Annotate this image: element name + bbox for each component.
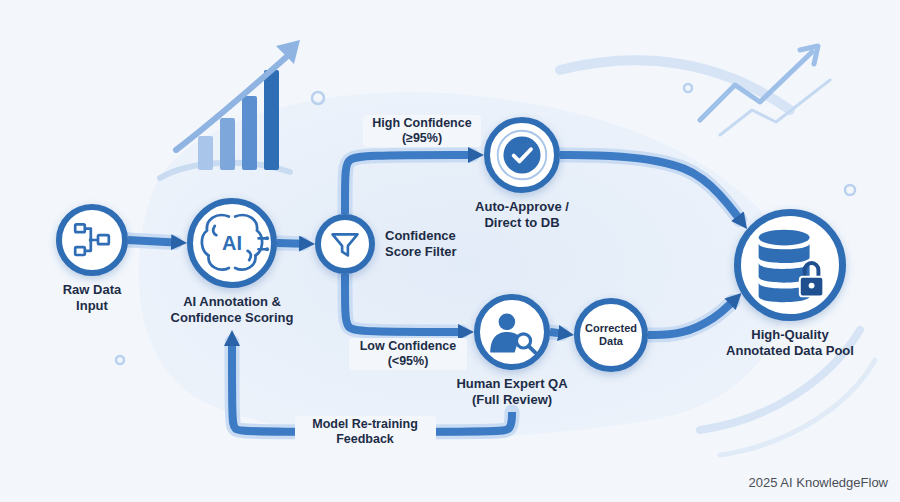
icon-part	[759, 230, 810, 246]
icon-part	[805, 263, 819, 277]
icon-part	[89, 238, 93, 242]
icon-part	[75, 224, 85, 232]
node-label: Raw Data Input	[52, 276, 132, 318]
node-circle	[315, 214, 375, 274]
process-node: Corrected Data	[574, 298, 648, 372]
icon-part	[514, 149, 531, 161]
node-label: Human Expert QA (Full Review)	[450, 370, 575, 412]
node-label: Confidence Score Filter	[375, 228, 475, 260]
node-icon	[741, 216, 839, 314]
node-circle	[484, 117, 560, 193]
icon-part	[259, 238, 267, 249]
icon-part	[499, 313, 516, 330]
node-label: High-Quality Annotated Data Pool	[720, 321, 860, 363]
connector-glow	[648, 301, 733, 335]
trend-line-art	[700, 46, 830, 135]
background-swoosh	[560, 60, 790, 110]
edge-label: Model Re-training Feedback	[295, 416, 436, 448]
icon-part	[98, 235, 109, 244]
process-node: Confidence Score Filter	[315, 214, 475, 274]
icon-part	[248, 251, 251, 260]
process-node: AI Annotation & Confidence Scoring	[157, 198, 307, 330]
connector-glow	[345, 274, 462, 332]
node-circle	[474, 294, 550, 370]
flow-arrow	[128, 240, 175, 242]
flow-arrow	[648, 301, 733, 335]
node-icon	[321, 220, 369, 268]
flow-arrow	[550, 332, 562, 334]
icon-part	[759, 243, 810, 263]
edge-label: High Confidence (≥95%)	[363, 115, 481, 147]
background-swoosh	[720, 360, 875, 455]
icon-part	[202, 215, 266, 269]
node-label: AI Annotation & Confidence Scoring	[157, 288, 307, 330]
icon-part	[75, 247, 85, 255]
icon-part	[503, 136, 540, 173]
background-blob	[138, 92, 787, 439]
node-label: Corrected Data	[582, 322, 640, 348]
icon-part	[85, 229, 98, 251]
process-node: Human Expert QA (Full Review)	[450, 294, 575, 412]
icon-part	[809, 283, 815, 289]
connector-glow	[560, 155, 740, 219]
node-label: Auto-Approve / Direct to DB	[467, 193, 577, 235]
icon-part	[213, 226, 216, 235]
icon-part	[265, 247, 269, 251]
icon-part	[75, 224, 109, 255]
flow-arrow	[277, 239, 303, 248]
edge-label: Low Confidence (<95%)	[349, 338, 467, 370]
flow-arrow	[345, 155, 472, 214]
icon-part	[498, 131, 547, 180]
node-circle	[734, 209, 846, 321]
process-node: Auto-Approve / Direct to DB	[467, 117, 577, 235]
node-icon	[490, 123, 554, 187]
icon-part	[333, 234, 358, 255]
icon-part	[800, 277, 824, 297]
node-circle	[56, 204, 128, 276]
node-circle: Corrected Data	[574, 298, 648, 372]
flow-arrow	[560, 155, 740, 219]
watermark: 2025 AI KnowledgeFlow	[749, 475, 888, 490]
node-icon	[62, 210, 122, 270]
flow-arrow	[345, 274, 462, 332]
icon-text: AI	[222, 232, 242, 255]
process-node: Raw Data Input	[52, 204, 132, 318]
connector-glow	[128, 240, 175, 242]
process-node: High-Quality Annotated Data Pool	[720, 209, 860, 363]
bar-chart-art	[160, 40, 300, 178]
icon-part	[529, 346, 535, 352]
node-icon	[480, 300, 544, 364]
connector-glow	[550, 332, 562, 334]
connector-glow	[277, 236, 303, 252]
connector-glow	[345, 155, 472, 214]
icon-part	[265, 236, 269, 240]
